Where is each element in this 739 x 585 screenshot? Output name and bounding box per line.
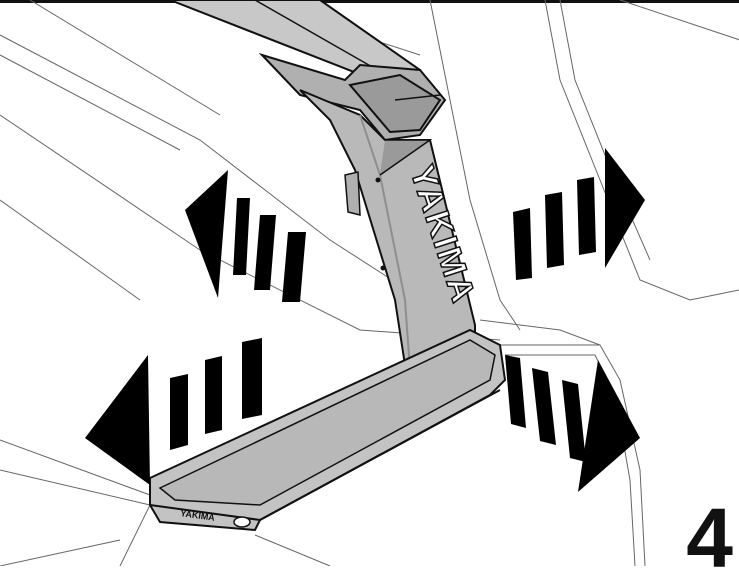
installation-diagram: YAKIMA YAKIMA xyxy=(0,0,739,566)
top-border-rule xyxy=(0,0,739,3)
tower-clamp-head xyxy=(258,52,447,142)
arrow-upper-right xyxy=(513,148,645,280)
arrow-lower-right xyxy=(505,355,640,492)
step-number: 4 xyxy=(686,491,733,585)
foot-brand-label: YAKIMA xyxy=(180,508,216,523)
tower-foot-pad xyxy=(149,328,507,532)
arrow-upper-left xyxy=(185,170,306,302)
arrow-lower-left xyxy=(85,338,262,485)
